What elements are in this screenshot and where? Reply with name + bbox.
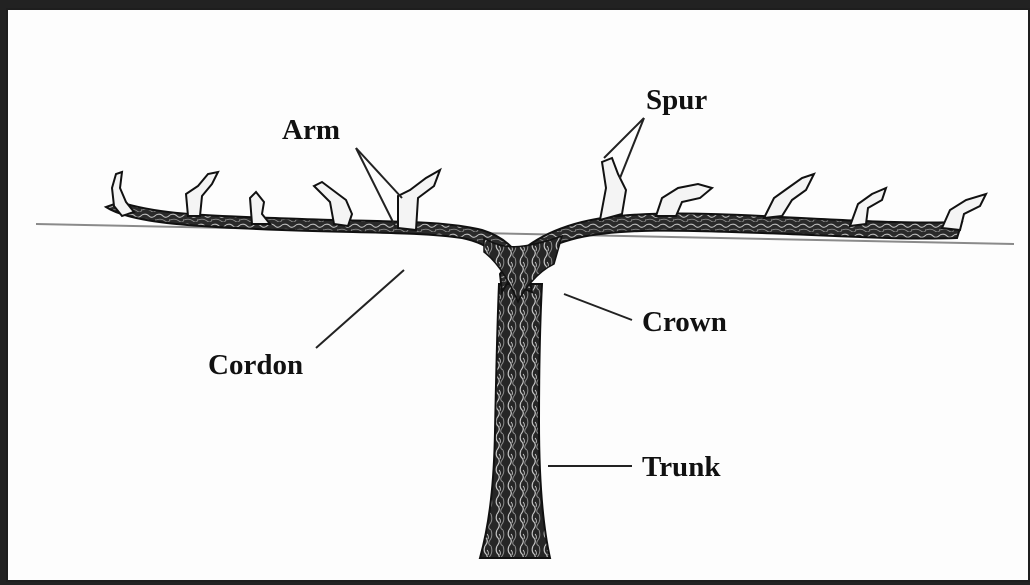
label-crown: Crown bbox=[642, 306, 727, 338]
arm-leader-1 bbox=[356, 148, 396, 228]
spur bbox=[600, 158, 626, 220]
cordon-leader bbox=[316, 270, 404, 348]
crown bbox=[484, 236, 562, 302]
cordon-left bbox=[106, 202, 532, 292]
label-cordon: Cordon bbox=[208, 349, 303, 381]
spur bbox=[186, 172, 218, 216]
spur bbox=[398, 170, 440, 230]
grapevine-diagram: Arm Spur Cordon Crown Trunk bbox=[8, 10, 1030, 582]
crown-leader bbox=[564, 294, 632, 320]
label-spur: Spur bbox=[646, 84, 707, 116]
label-trunk: Trunk bbox=[642, 451, 721, 483]
spur bbox=[764, 174, 814, 218]
arm-leader-2 bbox=[356, 148, 402, 198]
diagram-panel: Arm Spur Cordon Crown Trunk bbox=[6, 8, 1030, 582]
trunk bbox=[480, 284, 550, 558]
spur bbox=[250, 192, 270, 224]
spur-leader-2 bbox=[620, 118, 644, 178]
cordon-right bbox=[500, 214, 962, 292]
spur bbox=[942, 194, 986, 230]
spur bbox=[656, 184, 712, 216]
label-arm: Arm bbox=[282, 114, 340, 146]
spur-leader-1 bbox=[604, 118, 644, 158]
